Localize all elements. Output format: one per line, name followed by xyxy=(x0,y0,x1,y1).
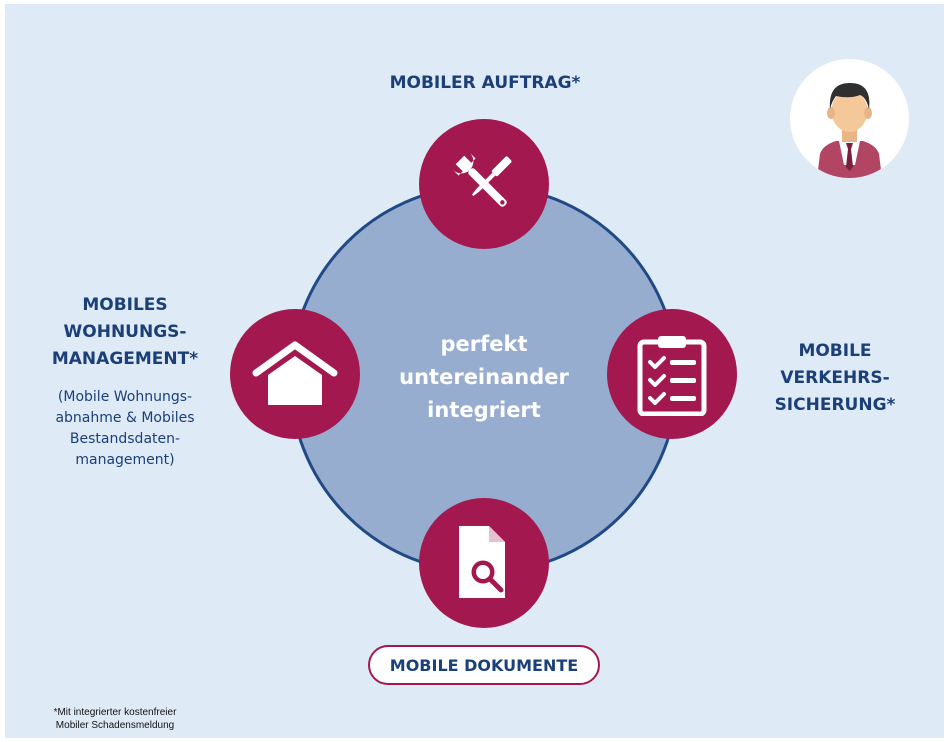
label-left-line-1: MOBILES xyxy=(82,295,168,315)
node-mobile-verkehrssicherung xyxy=(607,309,737,439)
sub-line-4: management) xyxy=(75,452,175,468)
footnote-line-2: Mobiler Schadensmeldung xyxy=(55,720,175,731)
sub-line-2: abnahme & Mobiles xyxy=(55,410,195,426)
avatar xyxy=(790,59,909,178)
sublabel-wohnungsmanagement: (Mobile Wohnungs- abnahme & Mobiles Best… xyxy=(30,387,220,471)
center-line-2: untereinander xyxy=(399,365,569,389)
label-right-line-3: SICHERUNG* xyxy=(774,395,896,415)
label-mobile-dokumente: MOBILE DOKUMENTE xyxy=(368,645,600,685)
businessman-avatar-icon xyxy=(817,83,882,178)
sub-line-1: (Mobile Wohnungs- xyxy=(57,389,193,405)
footnote: *Mit integrierter kostenfreier Mobiler S… xyxy=(30,706,200,732)
label-right-line-1: MOBILE xyxy=(798,341,872,361)
sub-line-3: Bestandsdaten- xyxy=(69,431,181,447)
center-line-3: integriert xyxy=(427,398,541,422)
document-search-icon xyxy=(459,526,505,598)
center-label: perfekt untereinander integriert xyxy=(384,328,584,427)
node-mobile-dokumente xyxy=(419,498,549,628)
label-mobile-verkehrssicherung: MOBILE VERKEHRS- SICHERUNG* xyxy=(760,338,910,419)
label-left-line-3: MANAGEMENT* xyxy=(51,349,199,369)
label-mobiles-wohnungsmanagement: MOBILES WOHNUNGS- MANAGEMENT* xyxy=(30,292,220,373)
label-mobiler-auftrag: MOBILER AUFTRAG* xyxy=(389,73,581,93)
center-line-1: perfekt xyxy=(440,332,528,356)
footnote-line-1: *Mit integrierter kostenfreier xyxy=(53,707,177,718)
label-right-line-2: VERKEHRS- xyxy=(780,368,890,388)
node-mobiler-auftrag xyxy=(419,119,549,249)
node-mobiles-wohnungsmanagement xyxy=(230,309,360,439)
tools-icon xyxy=(452,152,512,207)
house-icon xyxy=(252,341,338,405)
checklist-icon xyxy=(637,336,707,416)
label-left-line-2: WOHNUNGS- xyxy=(63,322,187,342)
